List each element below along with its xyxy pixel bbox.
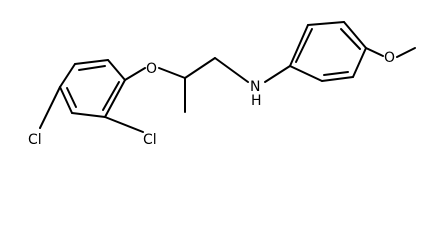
ring-a-bond-4 (59, 86, 73, 114)
chlorine-para-label: Cl (28, 132, 42, 148)
dichlorophenyl-ring (59, 59, 126, 118)
ring-a-double-bond-2 (66, 87, 77, 108)
bond-ether-o-ch (158, 67, 186, 79)
methoxy-oxygen-label: O (384, 50, 395, 66)
ring-b-bond-3 (343, 21, 367, 49)
chlorine-ortho-label: Cl (143, 132, 157, 148)
ring-a-bond-3 (59, 63, 76, 88)
ring-b-double-bond-1 (295, 28, 313, 63)
bond-c-cl-ortho (104, 116, 144, 133)
amine-nitrogen-label: N (250, 79, 260, 95)
bond-ring-ether-o (124, 67, 146, 81)
ether-oxygen-label: O (146, 61, 157, 77)
bond-c-cl-para (39, 86, 61, 129)
bond-methoxy-o-ch3 (396, 47, 416, 58)
bond-ring-methoxy-o (365, 47, 384, 57)
ring-b-double-bond-3 (323, 71, 349, 76)
ring-b-bond-4 (352, 47, 367, 78)
ring-a-double-bond-1 (78, 65, 106, 71)
bond-n-ring (264, 65, 291, 83)
chemical-structure-drawing: O N H Cl Cl O (28, 21, 416, 148)
ring-b-bond-2 (307, 21, 345, 26)
ring-a-bond-6 (104, 79, 126, 118)
ring-b-double-bond-2 (340, 28, 361, 50)
ring-a-double-bond-3 (102, 81, 120, 111)
bond-ch-ch2 (184, 57, 216, 79)
ring-b-bond-5 (321, 76, 354, 82)
methoxyphenyl-ring (289, 21, 367, 82)
ring-a-bond-2 (74, 59, 109, 65)
amine-hydrogen-label: H (251, 93, 262, 109)
ring-a-bond-1 (107, 59, 126, 81)
bond-ch2-n (214, 57, 249, 83)
ring-a-bond-5 (71, 112, 106, 118)
ring-b-bond-6 (289, 65, 323, 82)
ring-b-bond-1 (289, 24, 309, 67)
